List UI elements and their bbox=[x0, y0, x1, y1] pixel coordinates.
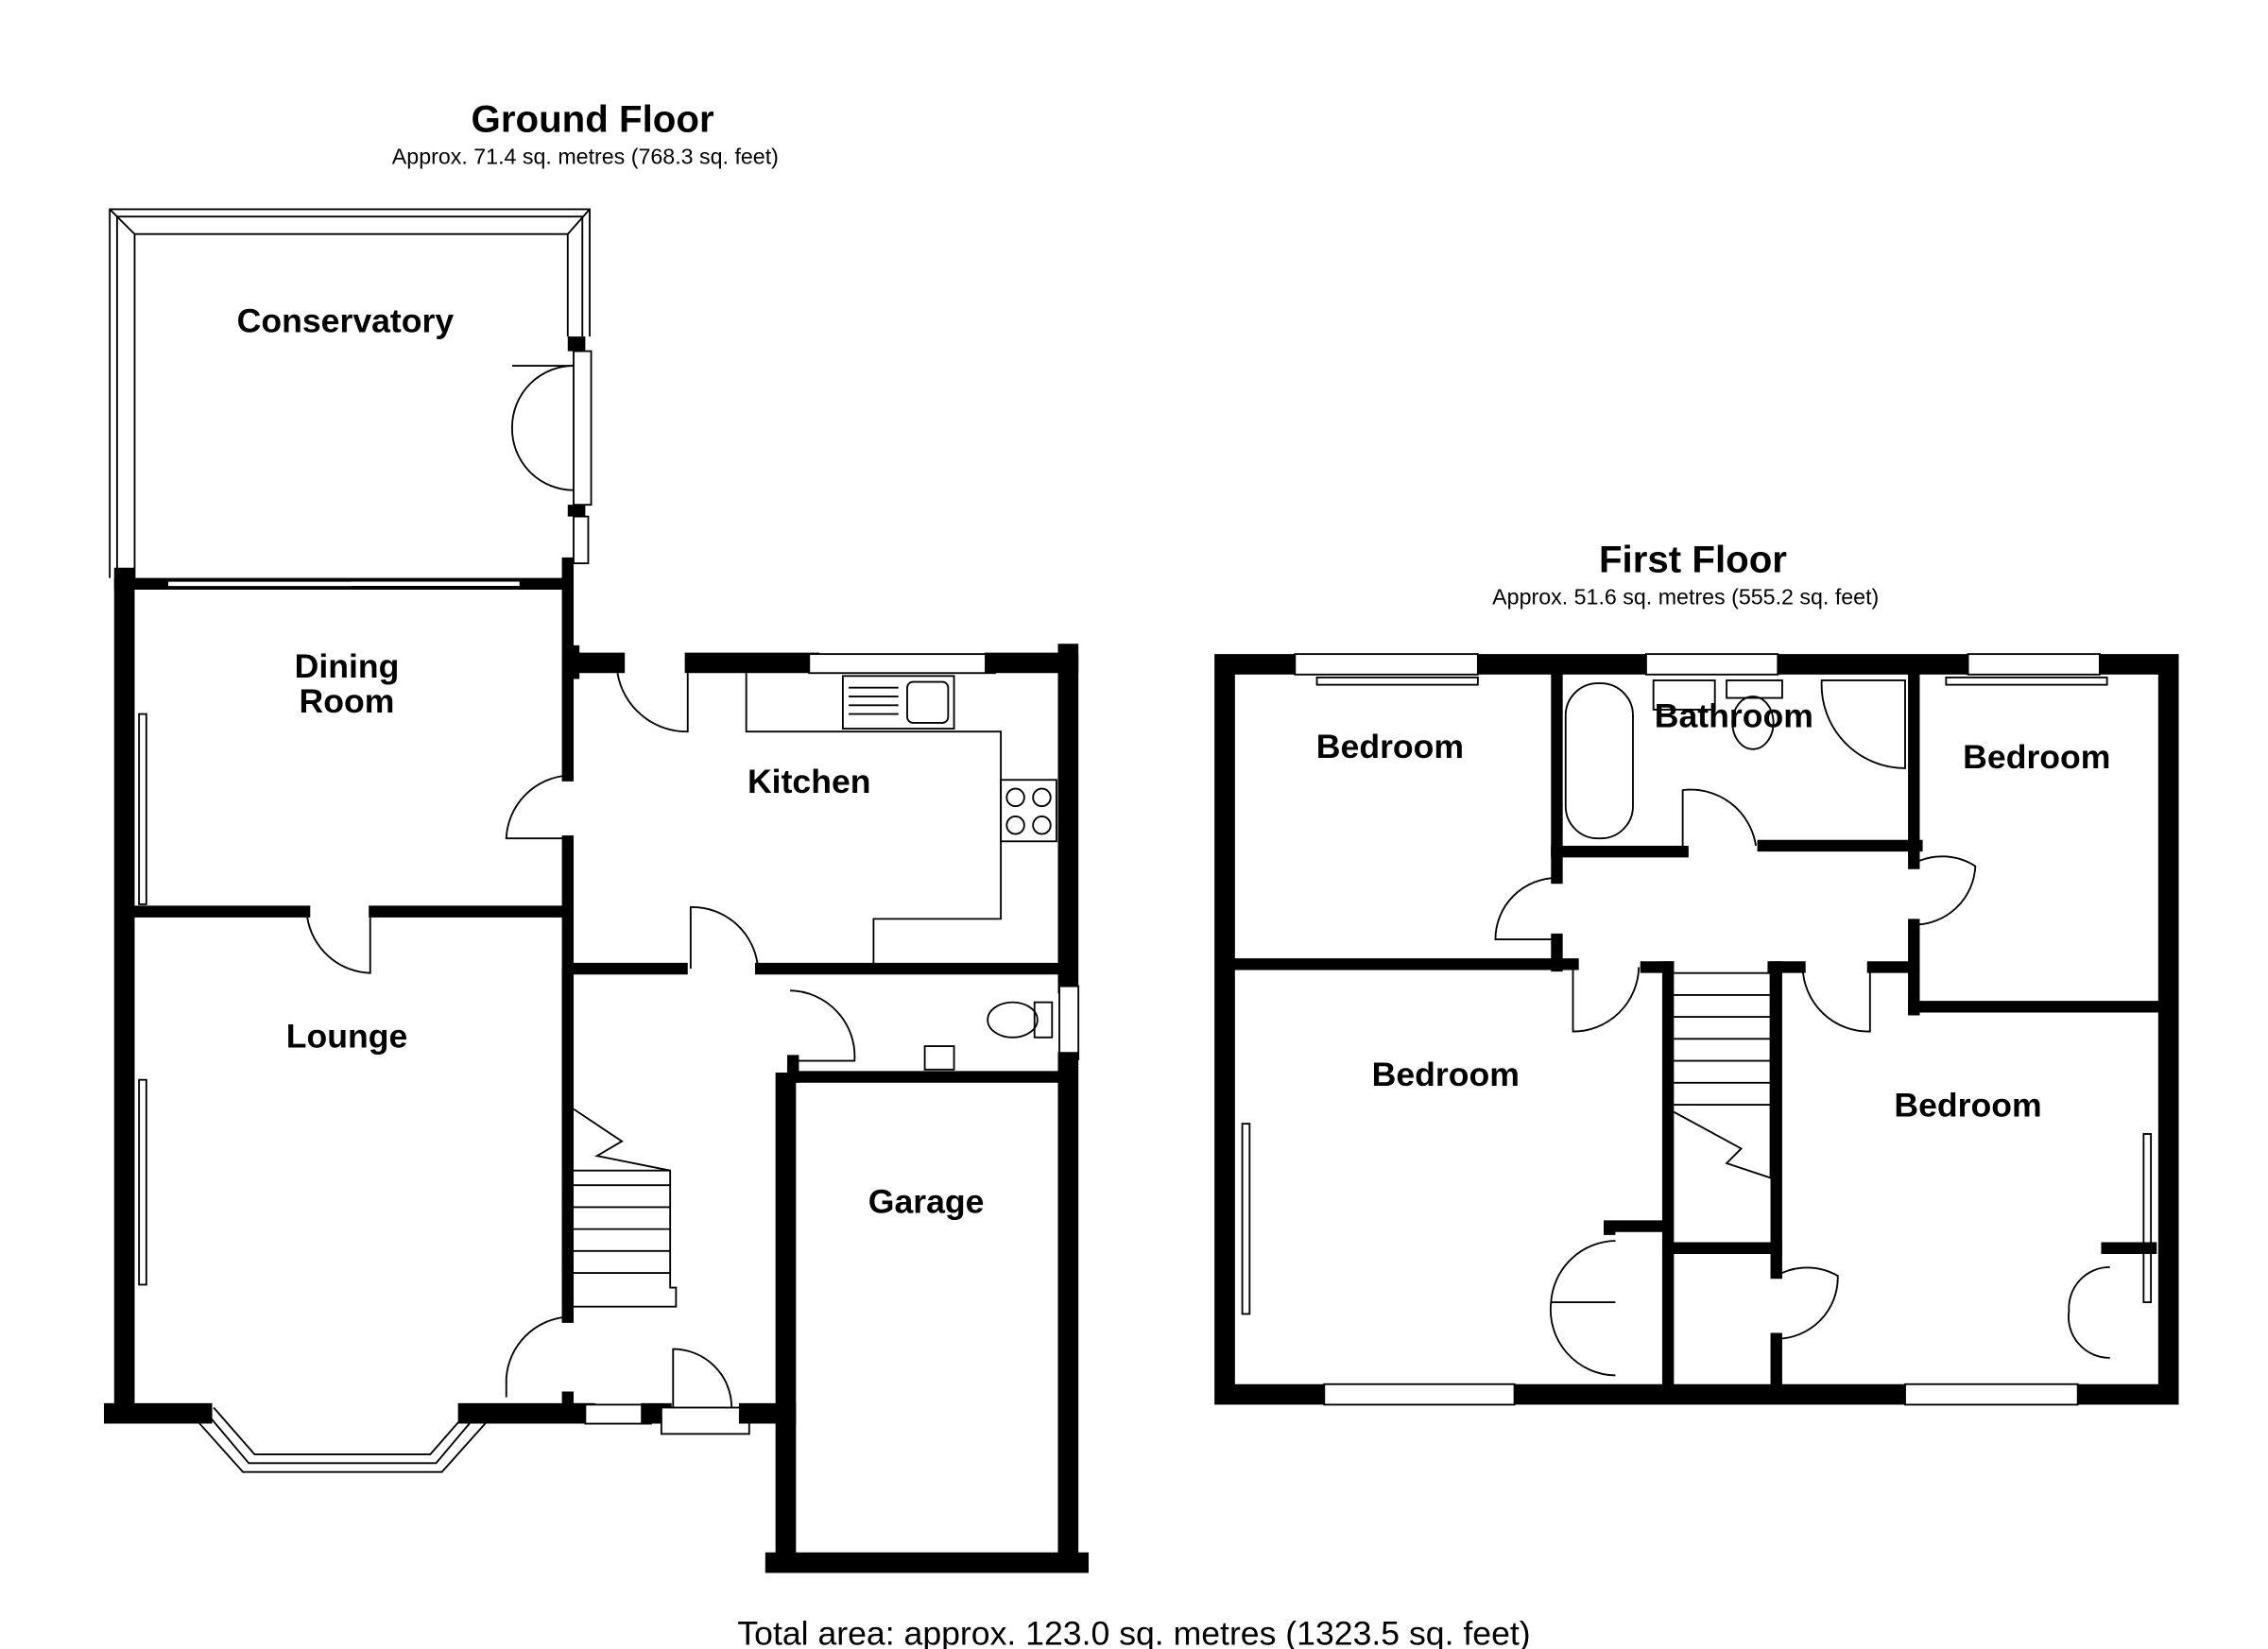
room-label-lounge: Lounge bbox=[286, 1018, 408, 1056]
conservatory-frame bbox=[109, 208, 593, 578]
room-label-dining-line2: Room bbox=[300, 682, 395, 720]
first-floor-area: Approx. 51.6 sq. metres (555.2 sq. feet) bbox=[1492, 584, 1879, 609]
ground-floor-area: Approx. 71.4 sq. metres (768.3 sq. feet) bbox=[392, 144, 779, 168]
room-label-bedroom-ne: Bedroom bbox=[1963, 738, 2110, 776]
room-label-dining-line1: Dining bbox=[295, 647, 400, 685]
first-stairs bbox=[1673, 971, 1772, 1179]
room-label-kitchen: Kitchen bbox=[747, 763, 871, 800]
ground-stairs bbox=[573, 1108, 678, 1308]
room-label-bedroom-se: Bedroom bbox=[1894, 1086, 2041, 1124]
room-label-conservatory: Conservatory bbox=[237, 301, 455, 339]
ground-floor-title: Ground Floor bbox=[472, 97, 714, 140]
ground-floor-plan: Conservatory Dining Room Kitchen Lounge … bbox=[103, 208, 1090, 1573]
first-floor-plan: Bedroom Bathroom Bedroom Bedroom Bedroom bbox=[1214, 653, 2179, 1406]
first-floor-title: First Floor bbox=[1599, 538, 1787, 580]
room-label-bedroom-sw: Bedroom bbox=[1372, 1056, 1520, 1093]
room-label-bedroom-nw: Bedroom bbox=[1316, 728, 1464, 765]
room-label-garage: Garage bbox=[868, 1183, 985, 1221]
room-label-bathroom: Bathroom bbox=[1655, 697, 1813, 735]
total-area: Total area: approx. 123.0 sq. metres (13… bbox=[737, 1614, 1530, 1649]
